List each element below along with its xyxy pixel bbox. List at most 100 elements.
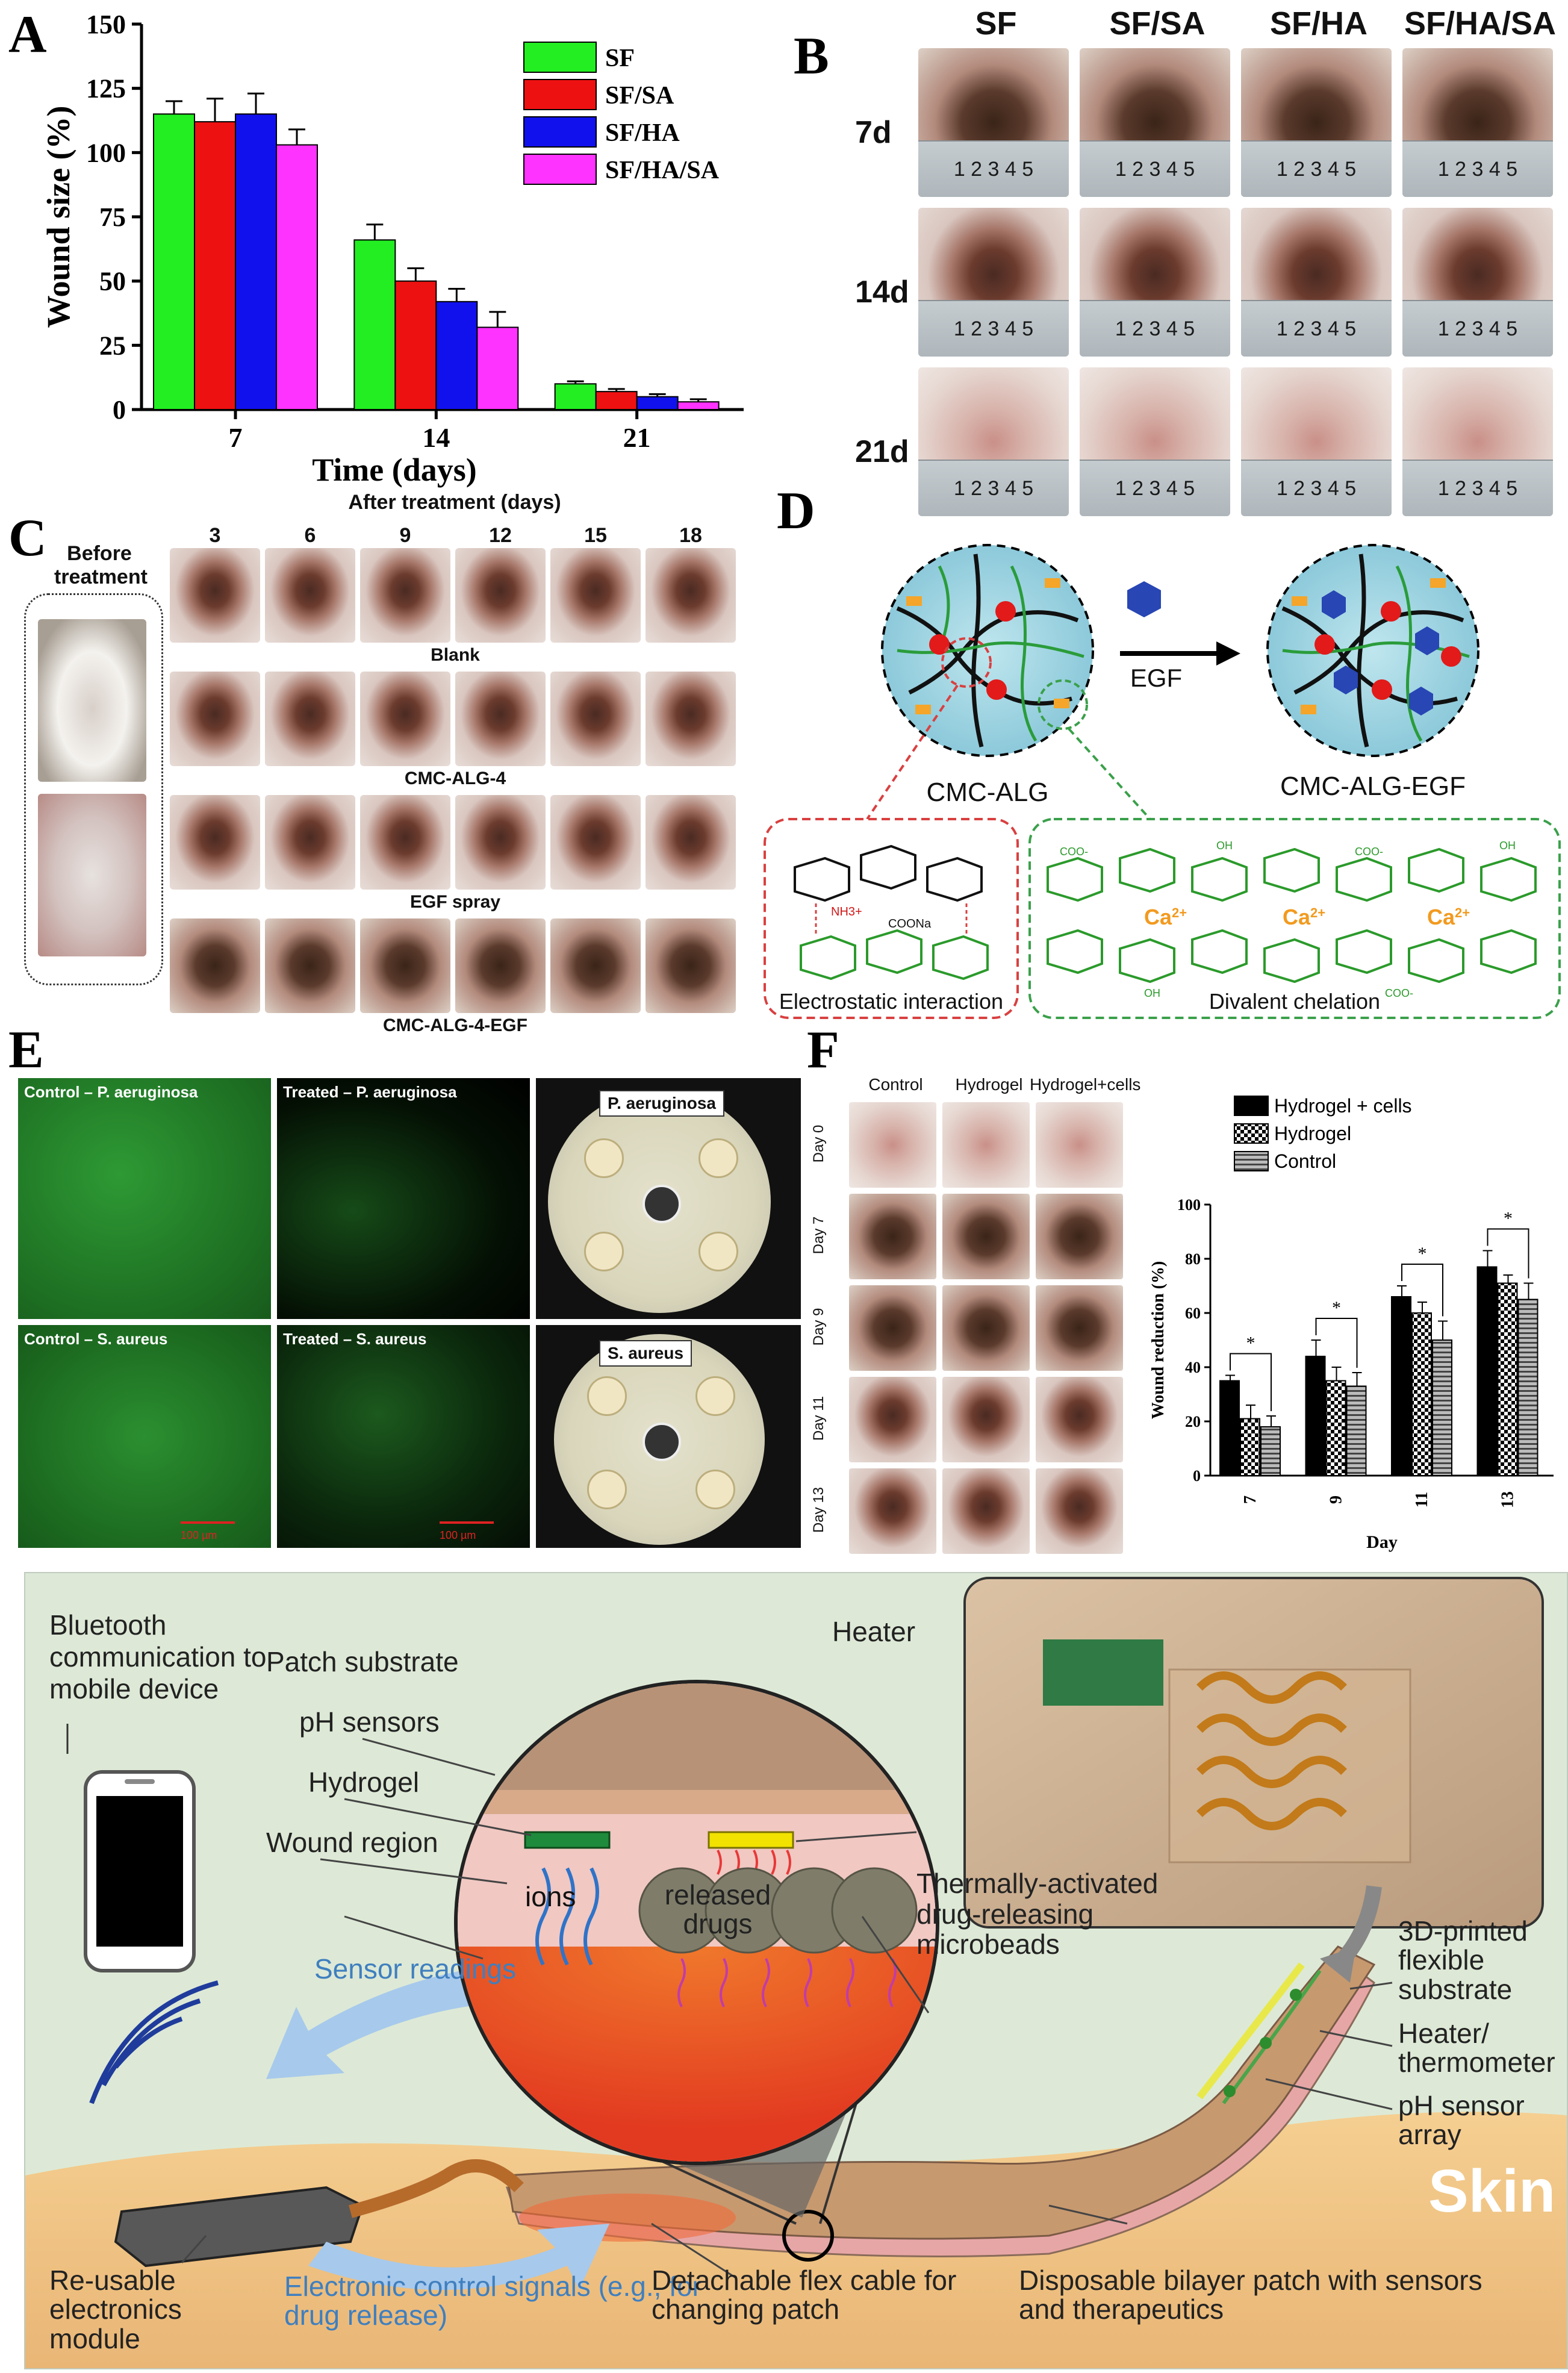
panel-g-smart-bandage: Skin [24, 1572, 1568, 2369]
bar-sf-ha-day14 [435, 301, 478, 410]
legend-label: SF [605, 45, 635, 72]
skin-label: Skin [1428, 2157, 1555, 2225]
panel-e-antibacterial: Control – P. aeruginosa Treated – P. aer… [18, 1078, 801, 1548]
treatment-photo [455, 795, 546, 890]
column-header: SF/HA [1270, 5, 1367, 42]
wound-photo [849, 1377, 936, 1462]
label-control-signals: Electronic control signals (e.g., for dr… [284, 2271, 702, 2331]
treatment-photo [550, 548, 641, 643]
dish-label-sa: S. aureus [599, 1340, 692, 1367]
bar-sf-ha-day7 [235, 113, 277, 410]
bar-hydrogel-cells-day9 [1305, 1356, 1326, 1476]
photo-row-label: Day 13 [810, 1486, 827, 1533]
chelation-box [1028, 818, 1561, 1019]
ruler: 1 2 3 4 5 [918, 300, 1069, 357]
y-tick-label: 20 [1185, 1413, 1201, 1430]
panel-letter-c: C [8, 509, 47, 567]
panel-letter-f: F [807, 1021, 839, 1079]
coo-label-2: COO- [1355, 846, 1383, 858]
treatment-photo [265, 672, 355, 766]
x-tick-label: 13 [1499, 1491, 1517, 1508]
y-tick-label: 100 [86, 138, 126, 167]
label-heater: Heater [832, 1616, 916, 1647]
treatment-photo [170, 672, 260, 766]
treatment-photo [646, 672, 736, 766]
legend-label: Control [1274, 1150, 1336, 1172]
legend-swatch [1234, 1151, 1269, 1171]
day-header: 18 [679, 524, 702, 547]
chelation-label: Divalent chelation [1209, 989, 1380, 1014]
wound-photo: 1 2 3 4 5 [1241, 208, 1392, 357]
wireless-signal-icon [89, 1980, 219, 2104]
photo-row-label: Day 11 [810, 1395, 827, 1441]
column-header: SF [975, 5, 1017, 42]
egf-hexagon-icon [1127, 581, 1161, 617]
bar-sf-day21 [554, 383, 597, 410]
y-tick-label: 25 [99, 331, 126, 360]
wound-photo [849, 1285, 936, 1371]
dish-label-pa: P. aeruginosa [599, 1090, 725, 1117]
treatment-photo [170, 548, 260, 643]
fluo-label-treated-pa: Treated – P. aeruginosa [283, 1083, 457, 1101]
legend-swatch [523, 154, 597, 185]
bar-hydrogel-cells-day13 [1476, 1266, 1498, 1476]
y-tick-label: 50 [99, 267, 126, 296]
wound-photo [849, 1102, 936, 1188]
ruler: 1 2 3 4 5 [1080, 300, 1230, 357]
day-header: 12 [489, 524, 512, 547]
x-tick-label: 9 [1327, 1495, 1346, 1504]
bar-hydrogel-day7 [1240, 1418, 1260, 1476]
electrostatic-label: Electrostatic interaction [779, 989, 1003, 1014]
oh-label-1: OH [1216, 840, 1233, 852]
photo-row-label: Day 0 [810, 1124, 827, 1163]
plate-pa: P. aeruginosa [536, 1078, 801, 1319]
wound-photo [942, 1377, 1030, 1462]
microbeads [638, 1867, 918, 1954]
fluo-label-control-sa: Control – S. aureus [24, 1330, 168, 1348]
treatment-photo [550, 918, 641, 1013]
label-sensor-readings: Sensor readings [314, 1953, 516, 1985]
treatment-photo [550, 672, 641, 766]
ions-arrows [535, 1867, 599, 1966]
plate-sa: S. aureus [536, 1325, 801, 1548]
label-reusable-module: Re-usable electronics module [49, 2265, 182, 2354]
oh-label-3: OH [1144, 987, 1160, 999]
bar-sf-day14 [353, 239, 396, 410]
wound-photo [1036, 1194, 1123, 1279]
panel-letter-d: D [777, 482, 815, 540]
bar-hydrogel-cells-day7 [1219, 1380, 1240, 1476]
treatment-photo [550, 795, 641, 890]
label-patch-substrate: Patch substrate [266, 1646, 459, 1677]
coona-label: COONa [888, 917, 932, 931]
y-tick-label: 60 [1185, 1305, 1201, 1322]
bar-sf-day7 [153, 113, 195, 410]
panel-letter-a: A [8, 5, 47, 64]
scale-bar [440, 1521, 494, 1524]
treatment-photo [170, 918, 260, 1013]
treatment-photo [170, 795, 260, 890]
coo-label-3: COO- [1385, 987, 1413, 999]
bar-sf-ha-sa-day14 [476, 326, 519, 411]
treatment-photo [646, 795, 736, 890]
x-tick-label: 7 [229, 422, 243, 453]
x-axis-label: Time (days) [312, 452, 477, 488]
cmc-alg-egf-label: CMC-ALG-EGF [1280, 772, 1466, 801]
bar-hydrogel-day11 [1411, 1312, 1432, 1476]
legend-swatch [1234, 1123, 1269, 1144]
wound-photo [1036, 1468, 1123, 1554]
significance-bracket [1315, 1318, 1358, 1368]
wound-photo: 1 2 3 4 5 [918, 367, 1069, 516]
legend-label: Hydrogel [1274, 1123, 1351, 1144]
petri-dish-pa [548, 1090, 771, 1313]
y-axis-label: Wound size (%) [40, 105, 76, 328]
bar-control-day13 [1517, 1299, 1538, 1476]
bar-hydrogel-day9 [1325, 1380, 1346, 1476]
ruler: 1 2 3 4 5 [1402, 300, 1553, 357]
wound-photo: 1 2 3 4 5 [1402, 208, 1553, 357]
mouse-photo [38, 619, 146, 782]
legend-label: SF/SA [605, 82, 674, 110]
label-3d-printed-substrate: 3D-printed flexible substrate [1398, 1915, 1528, 2005]
